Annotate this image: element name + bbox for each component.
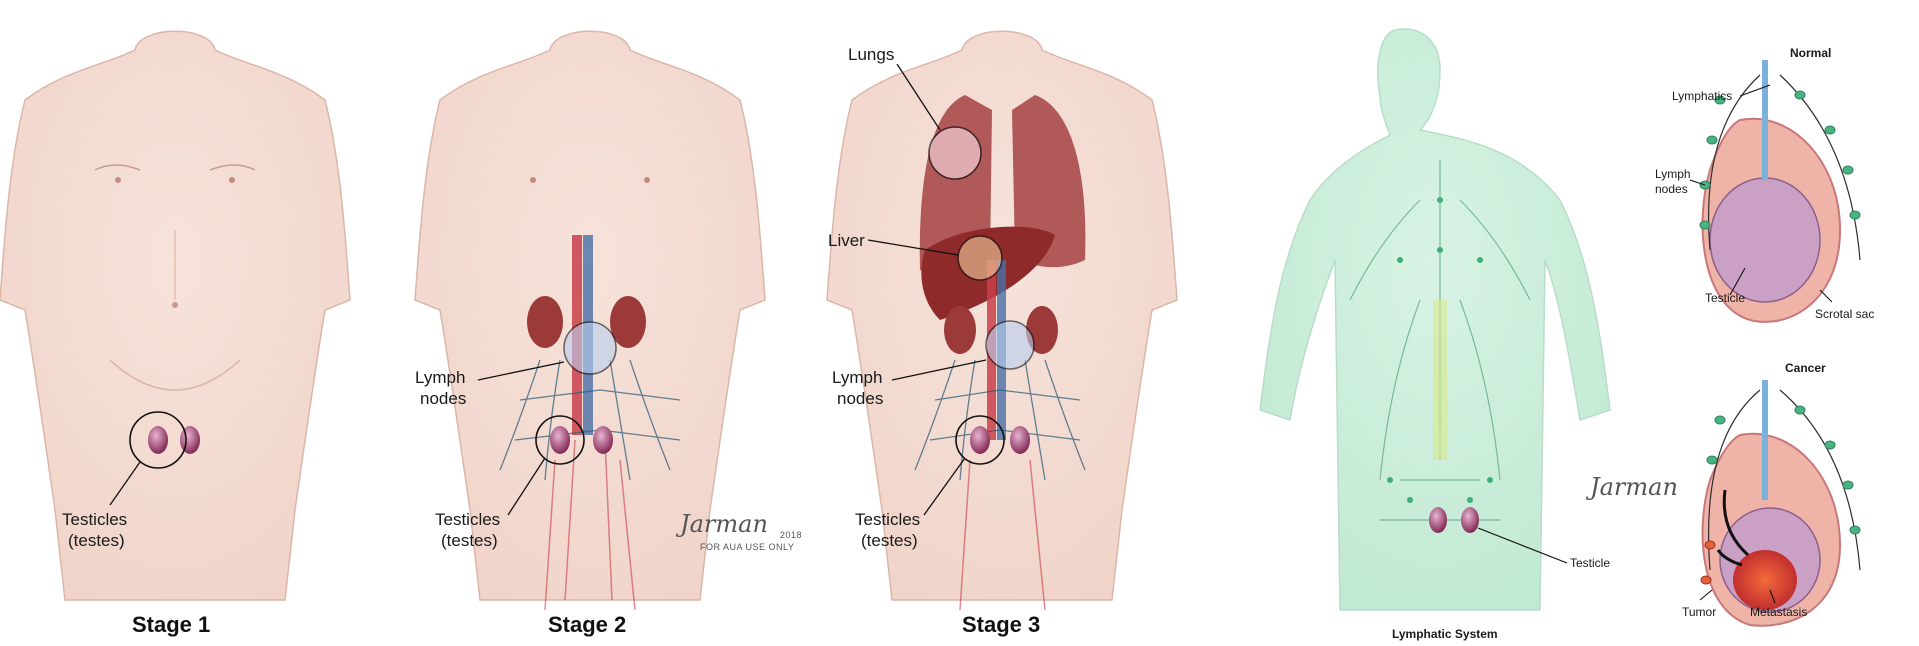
stage3-liver-callout	[958, 236, 1002, 280]
stage1-title: Stage 1	[132, 612, 210, 637]
stage3-lungs-label: Lungs	[848, 45, 894, 64]
normal-title: Normal	[1790, 46, 1831, 60]
stage2-year: 2018	[780, 530, 802, 540]
stage1-testicle-left	[148, 426, 168, 454]
lymphatic-signature: Jarman	[1585, 473, 1678, 501]
stage2-lymph-label-1: Lymph	[415, 368, 465, 387]
stage1-testes-label: (testes)	[68, 531, 125, 550]
lymphatic-testicle-label: Testicle	[1570, 556, 1610, 570]
stage1-panel: Testicles (testes) Stage 1	[0, 31, 350, 637]
cancer-panel: Cancer Tumor Metastasis	[1682, 361, 1860, 626]
stage1-testicle-right	[180, 426, 200, 454]
normal-lymph-label-2: nodes	[1655, 182, 1688, 196]
stage3-title: Stage 3	[962, 612, 1040, 637]
stage2-lymph-label-2: nodes	[420, 389, 466, 408]
cancer-title: Cancer	[1785, 361, 1826, 375]
stage1-torso	[0, 31, 350, 600]
stage1-testicles-label: Testicles	[62, 510, 127, 529]
stage2-note: FOR AUA USE ONLY	[700, 542, 794, 552]
stage3-testicles-label: Testicles	[855, 510, 920, 529]
stage2-lymph-callout	[564, 322, 616, 374]
normal-lymph-label-1: Lymph	[1655, 167, 1691, 181]
cancer-tumor	[1733, 550, 1797, 610]
lymphatic-title: Lymphatic System	[1392, 627, 1498, 641]
cancer-tumor-label: Tumor	[1682, 605, 1716, 619]
lymphatic-panel: Testicle Jarman Lymphatic System	[1260, 29, 1678, 641]
stage2-testicle-left	[550, 426, 570, 454]
stage2-testicle-right	[593, 426, 613, 454]
stage3-panel: Lungs Liver Lymph nodes Testicles (teste…	[827, 31, 1177, 637]
cancer-metastasis-label: Metastasis	[1750, 605, 1807, 619]
stage2-testicles-label: Testicles	[435, 510, 500, 529]
stage2-panel: Lymph nodes Testicles (testes) Jarman 20…	[415, 31, 802, 637]
stage3-lung-callout	[929, 127, 981, 179]
stage2-title: Stage 2	[548, 612, 626, 637]
normal-scrotal-label: Scrotal sac	[1815, 307, 1874, 321]
normal-lymphatics-label: Lymphatics	[1672, 89, 1732, 103]
normal-panel: Normal Lymphatics Lymph nodes Testicle S…	[1655, 46, 1874, 322]
stage3-lymph-label-1: Lymph	[832, 368, 882, 387]
normal-testicle-label: Testicle	[1705, 291, 1745, 305]
stage3-liver-label: Liver	[828, 231, 865, 250]
stage2-kidney-left	[527, 296, 563, 348]
lymphatic-testicle	[1461, 507, 1479, 533]
stage2-testes-label: (testes)	[441, 531, 498, 550]
stage3-testes-label: (testes)	[861, 531, 918, 550]
normal-testicle	[1710, 178, 1820, 302]
stage3-lymph-callout	[986, 321, 1034, 369]
stage2-signature: Jarman	[675, 510, 768, 538]
stage3-lymph-label-2: nodes	[837, 389, 883, 408]
